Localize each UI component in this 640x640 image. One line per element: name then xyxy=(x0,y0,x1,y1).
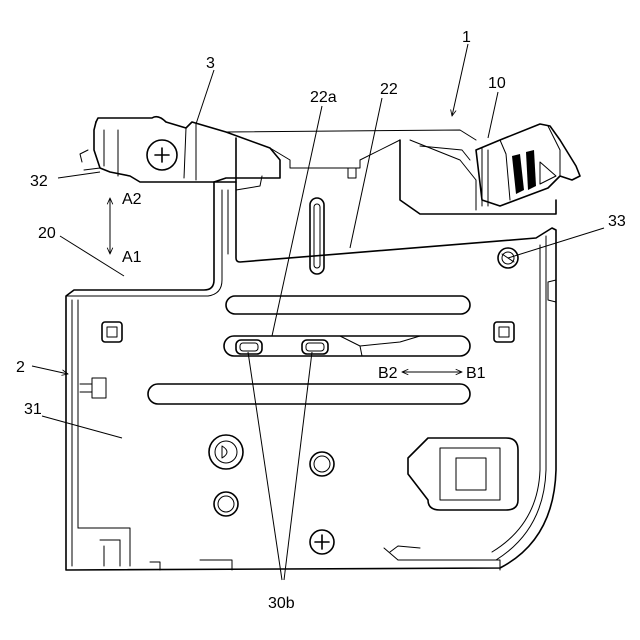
label-2: 2 xyxy=(16,359,25,376)
label-1: 1 xyxy=(462,29,471,46)
label-32: 32 xyxy=(30,173,48,190)
label-3: 3 xyxy=(206,55,215,72)
label-20: 20 xyxy=(38,225,56,242)
label-a2: A2 xyxy=(122,191,142,208)
reference-labels: 1 3 10 22a 22 33 32 20 A2 A1 2 31 B2 B1 … xyxy=(16,29,626,612)
label-10: 10 xyxy=(488,75,506,92)
lever-part xyxy=(80,117,280,182)
label-22: 22 xyxy=(380,81,398,98)
label-22a: 22a xyxy=(310,89,337,106)
label-33: 33 xyxy=(608,213,626,230)
label-b1: B1 xyxy=(466,365,486,382)
label-a1: A1 xyxy=(122,249,142,266)
upper-frame xyxy=(226,130,556,214)
label-31: 31 xyxy=(24,401,42,418)
slot-features xyxy=(80,198,518,554)
label-b2: B2 xyxy=(378,365,398,382)
label-30b: 30b xyxy=(268,595,295,612)
latch-part xyxy=(476,124,580,206)
direction-arrows xyxy=(110,198,462,372)
